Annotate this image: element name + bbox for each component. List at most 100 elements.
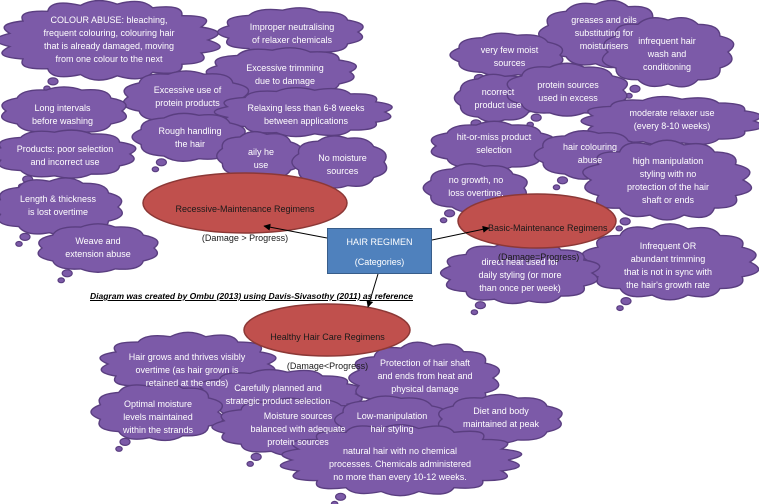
healthy-subtitle: (Damage<Progress) xyxy=(286,361,369,372)
recessive-subtitle: (Damage > Progress) xyxy=(201,233,289,244)
basic-cloud xyxy=(582,139,753,232)
basic-cloud-body xyxy=(580,95,759,146)
recessive-cloud-body xyxy=(0,129,137,179)
recessive-cloud xyxy=(37,223,159,284)
basic-cloud-text: hit-or-miss product selection xyxy=(456,132,532,156)
basic-title: Basic-Maintenance Regimens xyxy=(488,223,608,234)
basic-cloud-body xyxy=(601,16,735,88)
healthy-cloud-text: Hair grows and thrives visibly overtime … xyxy=(128,352,246,389)
basic-cloud xyxy=(506,62,629,128)
recessive-cloud-text: COLOUR ABUSE: bleaching, frequent colour… xyxy=(43,15,175,65)
recessive-cloud-body xyxy=(213,87,393,138)
healthy-regimen-label: Healthy Hair Care Regimens (Damage<Progr… xyxy=(255,316,400,374)
recessive-cloud-puff xyxy=(57,277,66,284)
basic-ellipse xyxy=(457,193,617,249)
basic-cloud-puff xyxy=(620,297,632,306)
ellipse-layer xyxy=(142,172,617,357)
basic-cloud-puff xyxy=(629,84,641,93)
basic-cloud-text: very few moist sources xyxy=(480,45,539,69)
healthy-cloud-puff xyxy=(246,460,255,467)
basic-cloud-puff xyxy=(619,217,631,226)
hair-regimen-subtitle: (Categories) xyxy=(354,257,405,267)
recessive-cloud-puff xyxy=(61,269,73,278)
basic-cloud-puff xyxy=(556,176,569,185)
healthy-cloud-text: Low-manipulation hair styling xyxy=(356,411,428,435)
healthy-cloud-puff xyxy=(115,445,123,452)
recessive-cloud-puff xyxy=(19,232,31,241)
healthy-cloud-body xyxy=(90,382,224,442)
basic-cloud-text: greases and oils substituting for moistu… xyxy=(571,15,637,52)
basic-subtitle: (Damage=Progress) xyxy=(498,252,580,263)
healthy-cloud-text: Diet and body maintained at peak xyxy=(462,406,540,430)
recessive-cloud-text: Rough handling the hair xyxy=(158,126,222,150)
basic-cloud-text: no growth, no loss overtime. xyxy=(448,175,504,199)
basic-cloud-body xyxy=(582,139,753,221)
basic-cloud-body xyxy=(430,120,556,172)
recessive-cloud-puff xyxy=(155,158,167,167)
recessive-cloud-text: No moisture sources xyxy=(318,153,367,177)
recessive-cloud-body xyxy=(37,223,159,273)
healthy-cloud-body xyxy=(279,424,523,497)
diagram-caption: Diagram was created by Ombu (2013) using… xyxy=(90,291,413,301)
healthy-ellipse xyxy=(243,303,411,357)
basic-cloud-puff xyxy=(552,184,561,191)
recessive-cloud-puff xyxy=(47,77,59,86)
recessive-cloud-text: Relaxing less than 6-8 weeks between app… xyxy=(247,103,365,127)
arrow-to-recessive xyxy=(263,223,328,239)
arrow-layer xyxy=(263,223,490,308)
healthy-cloud-puff xyxy=(250,452,262,461)
healthy-cloud-text: Protection of hair shaft and ends from h… xyxy=(377,358,473,395)
recessive-regimen-label: Recessive-Maintenance Regimens (Damage >… xyxy=(150,188,340,246)
basic-regimen-label: Basic-Maintenance Regimens (Damage=Progr… xyxy=(488,207,618,265)
recessive-cloud-puff xyxy=(151,166,160,173)
basic-cloud-text: high manipulation styling with no protec… xyxy=(626,156,710,206)
recessive-cloud-puff xyxy=(15,240,23,247)
healthy-cloud-text: Optimal moisture levels maintained withi… xyxy=(122,399,194,436)
recessive-cloud-body xyxy=(291,135,388,189)
basic-cloud-puff xyxy=(470,309,479,316)
recessive-cloud-text: Improper neutralising of relaxer chemica… xyxy=(249,22,335,46)
basic-cloud-puff xyxy=(439,217,448,224)
basic-cloud-text: direct heat used for daily styling (or m… xyxy=(478,257,562,294)
healthy-cloud-text: natural hair with no chemical processes.… xyxy=(328,446,472,483)
hair-regimen-title: HAIR REGIMEN xyxy=(346,237,413,247)
basic-cloud-puff xyxy=(616,305,624,312)
basic-cloud-text: infrequent hair wash and conditioning xyxy=(638,36,696,73)
basic-cloud-text: moderate relaxer use (every 8-10 weeks) xyxy=(629,108,715,132)
recessive-cloud-body xyxy=(0,0,221,81)
basic-cloud-puff xyxy=(474,301,486,310)
basic-cloud-body xyxy=(439,241,601,305)
recessive-ellipse xyxy=(142,172,348,234)
recessive-cloud-text: Weave and extension abuse xyxy=(65,236,131,260)
basic-cloud xyxy=(439,241,601,316)
basic-cloud-text: protein sources used in excess xyxy=(537,80,599,104)
basic-cloud-puff xyxy=(444,209,456,218)
arrow-to-healthy xyxy=(366,273,379,308)
healthy-cloud xyxy=(279,424,523,504)
recessive-cloud-text: Excessive trimming due to damage xyxy=(246,63,324,87)
basic-cloud-puff xyxy=(615,225,624,232)
basic-cloud-text: hair colouring abuse xyxy=(562,142,618,166)
healthy-cloud xyxy=(90,382,224,452)
healthy-cloud-puff xyxy=(335,492,347,501)
recessive-cloud xyxy=(0,0,221,92)
recessive-cloud-text: Long intervals before washing xyxy=(31,103,94,127)
healthy-cloud-text: Carefully planned and strategic product … xyxy=(225,383,331,407)
recessive-cloud-text: Excessive use of protein products xyxy=(153,85,222,109)
recessive-cloud-body xyxy=(1,86,127,137)
recessive-cloud-text: aily he use xyxy=(247,147,274,171)
recessive-title: Recessive-Maintenance Regimens xyxy=(175,204,315,215)
healthy-cloud-puff xyxy=(119,437,131,446)
basic-cloud xyxy=(581,223,759,312)
hair-regimen-box: HAIR REGIMEN (Categories) xyxy=(327,228,432,274)
basic-cloud-text: ncorrect product use xyxy=(474,87,522,111)
basic-cloud-puff xyxy=(530,113,542,122)
arrow-to-basic xyxy=(431,225,490,241)
recessive-cloud-text: Length & thickness is lost overtime xyxy=(19,194,97,218)
healthy-title: Healthy Hair Care Regimens xyxy=(270,332,385,343)
healthy-cloud-text: Moisture sources balanced with adequate … xyxy=(250,411,346,448)
basic-cloud xyxy=(601,16,735,99)
basic-cloud-text: Infrequent OR abundant trimming that is … xyxy=(623,241,713,291)
